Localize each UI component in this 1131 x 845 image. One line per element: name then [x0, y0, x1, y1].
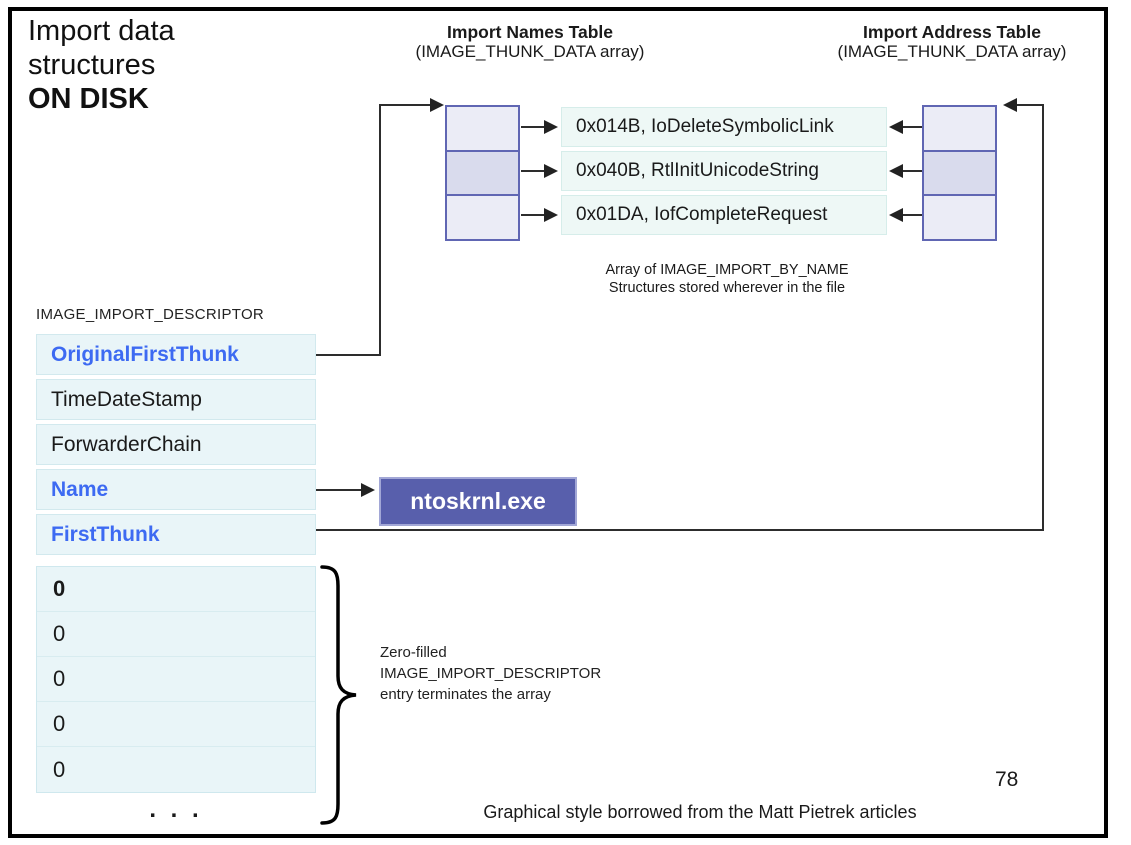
int-header-subtitle: (IMAGE_THUNK_DATA array) — [415, 42, 645, 61]
iat-entry-line-1 — [903, 126, 922, 128]
footer-credit: Graphical style borrowed from the Matt P… — [483, 802, 917, 822]
firstthunk-arrowhead-icon — [1003, 98, 1017, 112]
int-thunk-cell-2 — [447, 149, 518, 197]
import-names-table-header: Import Names Table (IMAGE_THUNK_DATA arr… — [350, 22, 710, 62]
firstthunk-line-top — [1017, 104, 1044, 106]
iat-entry-arrowhead-2-icon — [889, 164, 903, 178]
int-entry-line-3 — [521, 214, 545, 216]
page-number: 78 — [995, 768, 1019, 791]
terminator-note: Zero-filled IMAGE_IMPORT_DESCRIPTOR entr… — [380, 644, 602, 703]
terminator-row-5: 0 — [53, 756, 66, 782]
import-address-thunk-array — [922, 105, 997, 241]
import-by-name-entry-1: 0x014B, IoDeleteSymbolicLink — [561, 107, 887, 147]
int-header-title: Import Names Table — [447, 22, 613, 42]
descriptor-row-timedatestamp: TimeDateStamp — [36, 379, 316, 420]
import-address-table-header: Import Address Table (IMAGE_THUNK_DATA a… — [792, 22, 1112, 62]
title-line-2: structures — [28, 49, 156, 81]
dll-name-box: ntoskrnl.exe — [379, 477, 577, 526]
import-by-name-caption: Array of IMAGE_IMPORT_BY_NAME Structures… — [605, 262, 849, 296]
iat-entry-arrowhead-1-icon — [889, 120, 903, 134]
terminator-table: 0 0 0 0 0 — [36, 566, 316, 793]
iat-entry-line-2 — [903, 170, 922, 172]
oft-arrowhead-icon — [430, 98, 444, 112]
title-line-3: ON DISK — [28, 83, 149, 115]
descriptor-row-originalfirstthunk: OriginalFirstThunk — [36, 334, 316, 375]
iat-entry-arrowhead-3-icon — [889, 208, 903, 222]
oft-line-top — [379, 104, 431, 106]
oft-line-vertical — [379, 104, 381, 356]
int-entry-arrowhead-3-icon — [544, 208, 558, 222]
int-entry-arrowhead-2-icon — [544, 164, 558, 178]
name-line — [316, 489, 362, 491]
descriptor-row-name: Name — [36, 469, 316, 510]
import-by-name-entry-3: 0x01DA, IofCompleteRequest — [561, 195, 887, 235]
name-arrowhead-icon — [361, 483, 375, 497]
int-thunk-cell-3 — [447, 196, 518, 240]
oft-line-horizontal — [316, 354, 381, 356]
firstthunk-line-vertical — [1042, 104, 1044, 531]
int-entry-arrowhead-1-icon — [544, 120, 558, 134]
iat-thunk-cell-1 — [924, 107, 995, 150]
iat-entry-line-3 — [903, 214, 922, 216]
iat-header-title: Import Address Table — [863, 22, 1041, 42]
iat-thunk-cell-3 — [924, 196, 995, 240]
iat-thunk-cell-2 — [924, 149, 995, 197]
terminator-ellipsis: . . . — [149, 796, 203, 823]
descriptor-row-forwarderchain: ForwarderChain — [36, 424, 316, 465]
terminator-row-2: 0 — [37, 612, 315, 657]
descriptor-row-firstthunk: FirstThunk — [36, 514, 316, 555]
slide-title: Import data structures ON DISK — [28, 14, 175, 116]
int-entry-line-2 — [521, 170, 545, 172]
import-by-name-entry-2: 0x040B, RtlInitUnicodeString — [561, 151, 887, 191]
firstthunk-line-horizontal — [316, 529, 1044, 531]
terminator-row-4: 0 — [37, 702, 315, 747]
int-thunk-cell-1 — [447, 107, 518, 150]
import-names-thunk-array — [445, 105, 520, 241]
title-line-1: Import data — [28, 15, 175, 47]
iat-header-subtitle: (IMAGE_THUNK_DATA array) — [837, 42, 1067, 61]
int-entry-line-1 — [521, 126, 545, 128]
terminator-row-3: 0 — [37, 657, 315, 702]
terminator-row-1: 0 — [37, 567, 315, 612]
descriptor-label: IMAGE_IMPORT_DESCRIPTOR — [36, 306, 265, 323]
terminator-brace — [320, 565, 357, 825]
